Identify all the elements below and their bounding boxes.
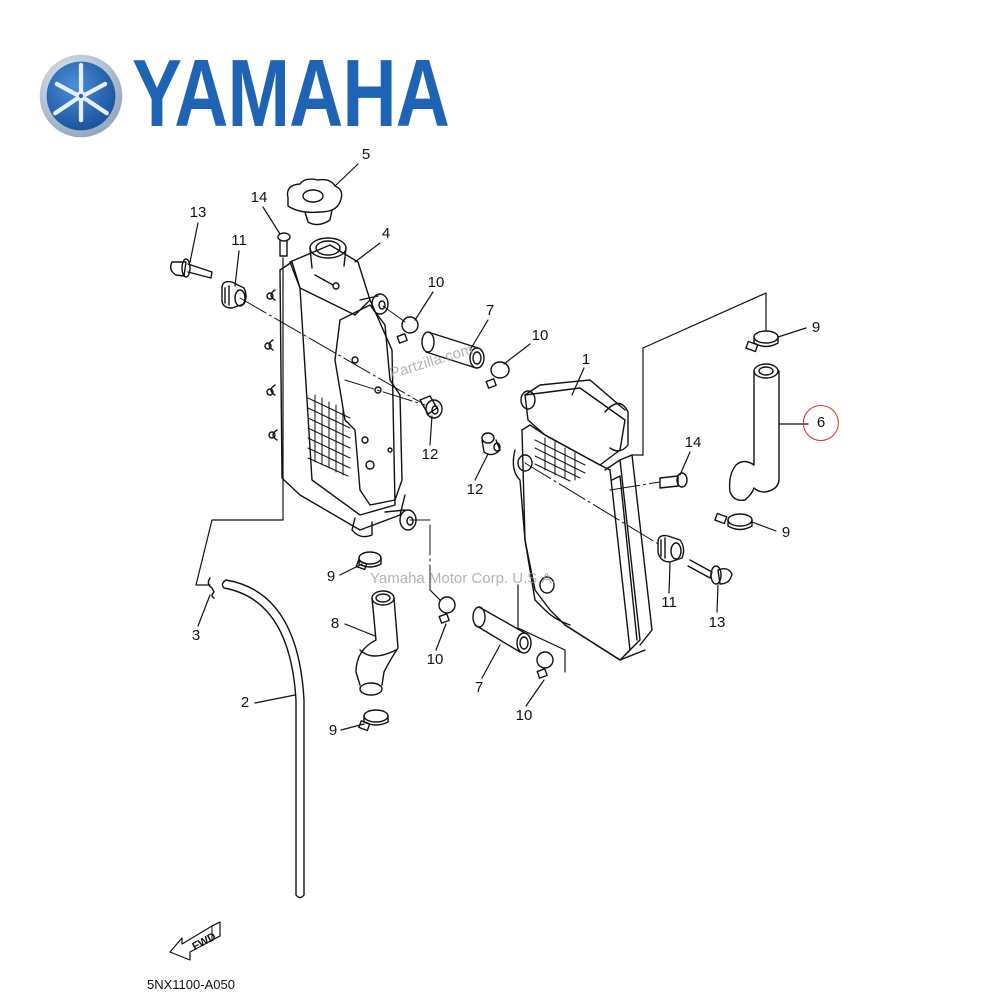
callout-part-14-lower[interactable]: 14 xyxy=(684,434,702,451)
reference-lines xyxy=(195,257,767,673)
assembly-lines xyxy=(239,297,661,591)
callout-part-10-a[interactable]: 10 xyxy=(427,274,445,291)
yamaha-logo: YAMAHA xyxy=(38,46,450,142)
callout-part-8[interactable]: 8 xyxy=(330,615,340,632)
grommet-part-11-left xyxy=(221,280,247,309)
callout-part-4[interactable]: 4 xyxy=(381,225,391,242)
callout-part-10-b[interactable]: 10 xyxy=(531,327,549,344)
callout-part-2[interactable]: 2 xyxy=(240,694,250,711)
bolt-part-14-lower xyxy=(659,472,688,489)
bolt-part-13-right xyxy=(687,559,733,585)
callout-part-3[interactable]: 3 xyxy=(191,627,201,644)
radiator-cap-part-5 xyxy=(286,178,343,226)
clip-part-3 xyxy=(207,577,215,599)
right-radiator-part-1 xyxy=(512,379,653,661)
callout-part-9-lower-left[interactable]: 9 xyxy=(328,722,338,739)
brand-name: YAMAHA xyxy=(132,40,450,147)
hose-part-6 xyxy=(728,363,780,502)
collar-part-12-right xyxy=(481,432,501,456)
diagram-code: 5NX1100-A050 xyxy=(147,977,235,992)
grommet-part-11-right xyxy=(657,534,685,563)
callout-part-9-upper-left[interactable]: 9 xyxy=(326,568,336,585)
fwd-label: FWD xyxy=(190,931,218,953)
callout-part-12-left[interactable]: 12 xyxy=(421,446,439,463)
leader-lines xyxy=(189,163,809,731)
hose-part-7-upper xyxy=(421,331,485,369)
callout-part-7-upper[interactable]: 7 xyxy=(485,302,495,319)
callout-part-9-upper-right[interactable]: 9 xyxy=(811,319,821,336)
callout-part-13-left[interactable]: 13 xyxy=(189,204,207,221)
bolt-part-14-upper xyxy=(277,232,291,257)
callout-part-7-lower[interactable]: 7 xyxy=(474,679,484,696)
callout-part-6-highlighted[interactable]: 6 xyxy=(802,405,840,441)
callout-part-12-right[interactable]: 12 xyxy=(466,481,484,498)
callout-part-10-d[interactable]: 10 xyxy=(515,707,533,724)
callout-part-11-left[interactable]: 11 xyxy=(231,232,247,249)
bolt-part-13-left xyxy=(169,258,213,279)
hose-part-8 xyxy=(355,590,399,696)
callout-part-10-c[interactable]: 10 xyxy=(426,651,444,668)
callout-part-1[interactable]: 1 xyxy=(581,351,591,368)
left-radiator-part-4 xyxy=(264,237,417,538)
hose-part-7-lower xyxy=(472,606,532,654)
copyright-watermark: Yamaha Motor Corp. U.S.A. xyxy=(370,570,556,587)
callout-part-13-right[interactable]: 13 xyxy=(708,614,726,631)
clamp-part-9 xyxy=(355,330,779,732)
clamp-part-10 xyxy=(396,316,554,679)
forward-direction-arrow-icon: FWD xyxy=(169,921,221,961)
tuning-fork-emblem-icon xyxy=(39,54,123,138)
callout-part-14-upper[interactable]: 14 xyxy=(250,189,268,206)
breather-hose-part-2 xyxy=(221,579,305,899)
collar-part-12-left xyxy=(419,395,443,419)
callout-part-9-lower-right[interactable]: 9 xyxy=(781,524,791,541)
callout-part-11-right[interactable]: 11 xyxy=(661,594,677,611)
callout-part-5[interactable]: 5 xyxy=(361,146,371,163)
